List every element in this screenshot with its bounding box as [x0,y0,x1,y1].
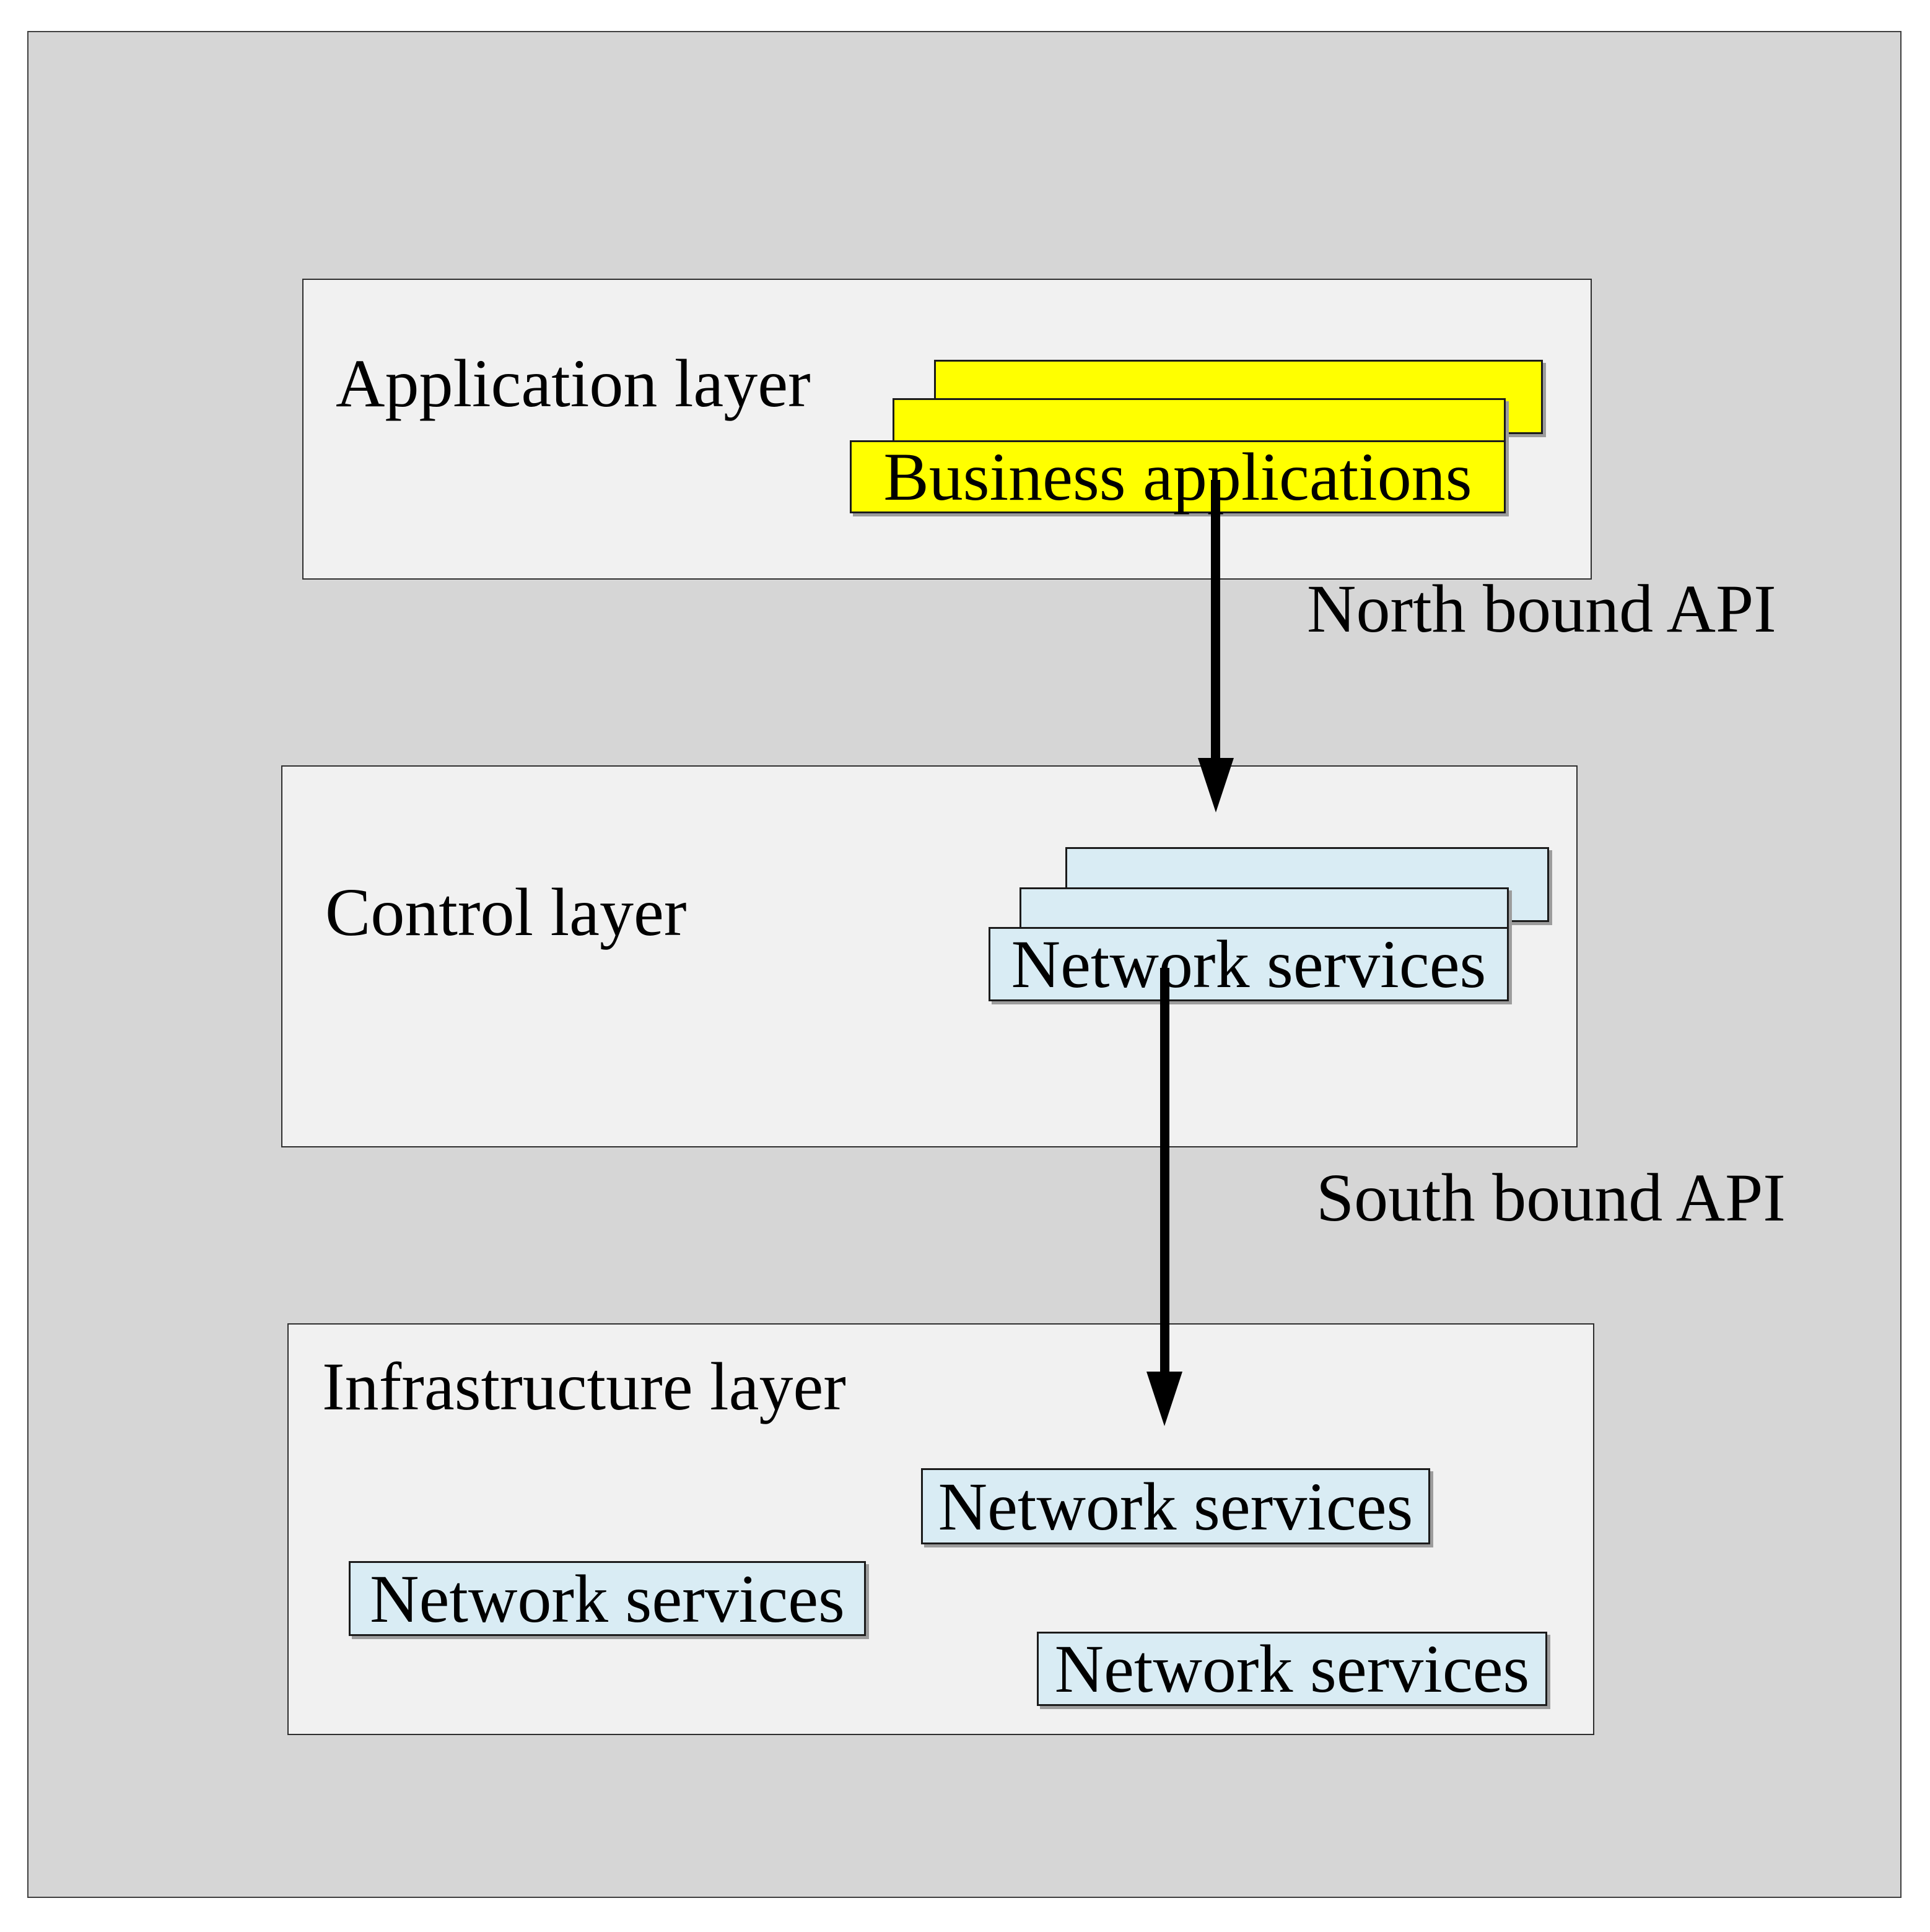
infrastructure-layer-label: Infrastructure layer [322,1349,846,1424]
business-applications-box: Business applications [850,440,1506,513]
south-bound-api-label: South bound API [1316,1160,1786,1235]
diagram-background: Application layer Business applications … [27,31,1902,1898]
network-services-box: Network services [989,927,1509,1001]
control-layer-label: Control layer [325,874,687,950]
north-bound-api-label: North bound API [1307,571,1776,646]
infrastructure-layer-panel: Infrastructure layer Network services Ne… [287,1323,1594,1735]
control-layer-panel: Control layer Network services [281,765,1578,1147]
network-services-box-top: Network services [921,1468,1430,1544]
application-layer-panel: Application layer Business applications [302,279,1592,580]
network-services-box-left: Network services [349,1561,866,1636]
arrow-head-icon [1146,1372,1182,1426]
arrow-head-icon [1198,758,1234,812]
arrow-shaft [1211,480,1220,760]
application-layer-label: Application layer [336,346,811,421]
network-services-box-bottom: Network services [1037,1632,1547,1706]
arrow-shaft [1160,968,1169,1373]
